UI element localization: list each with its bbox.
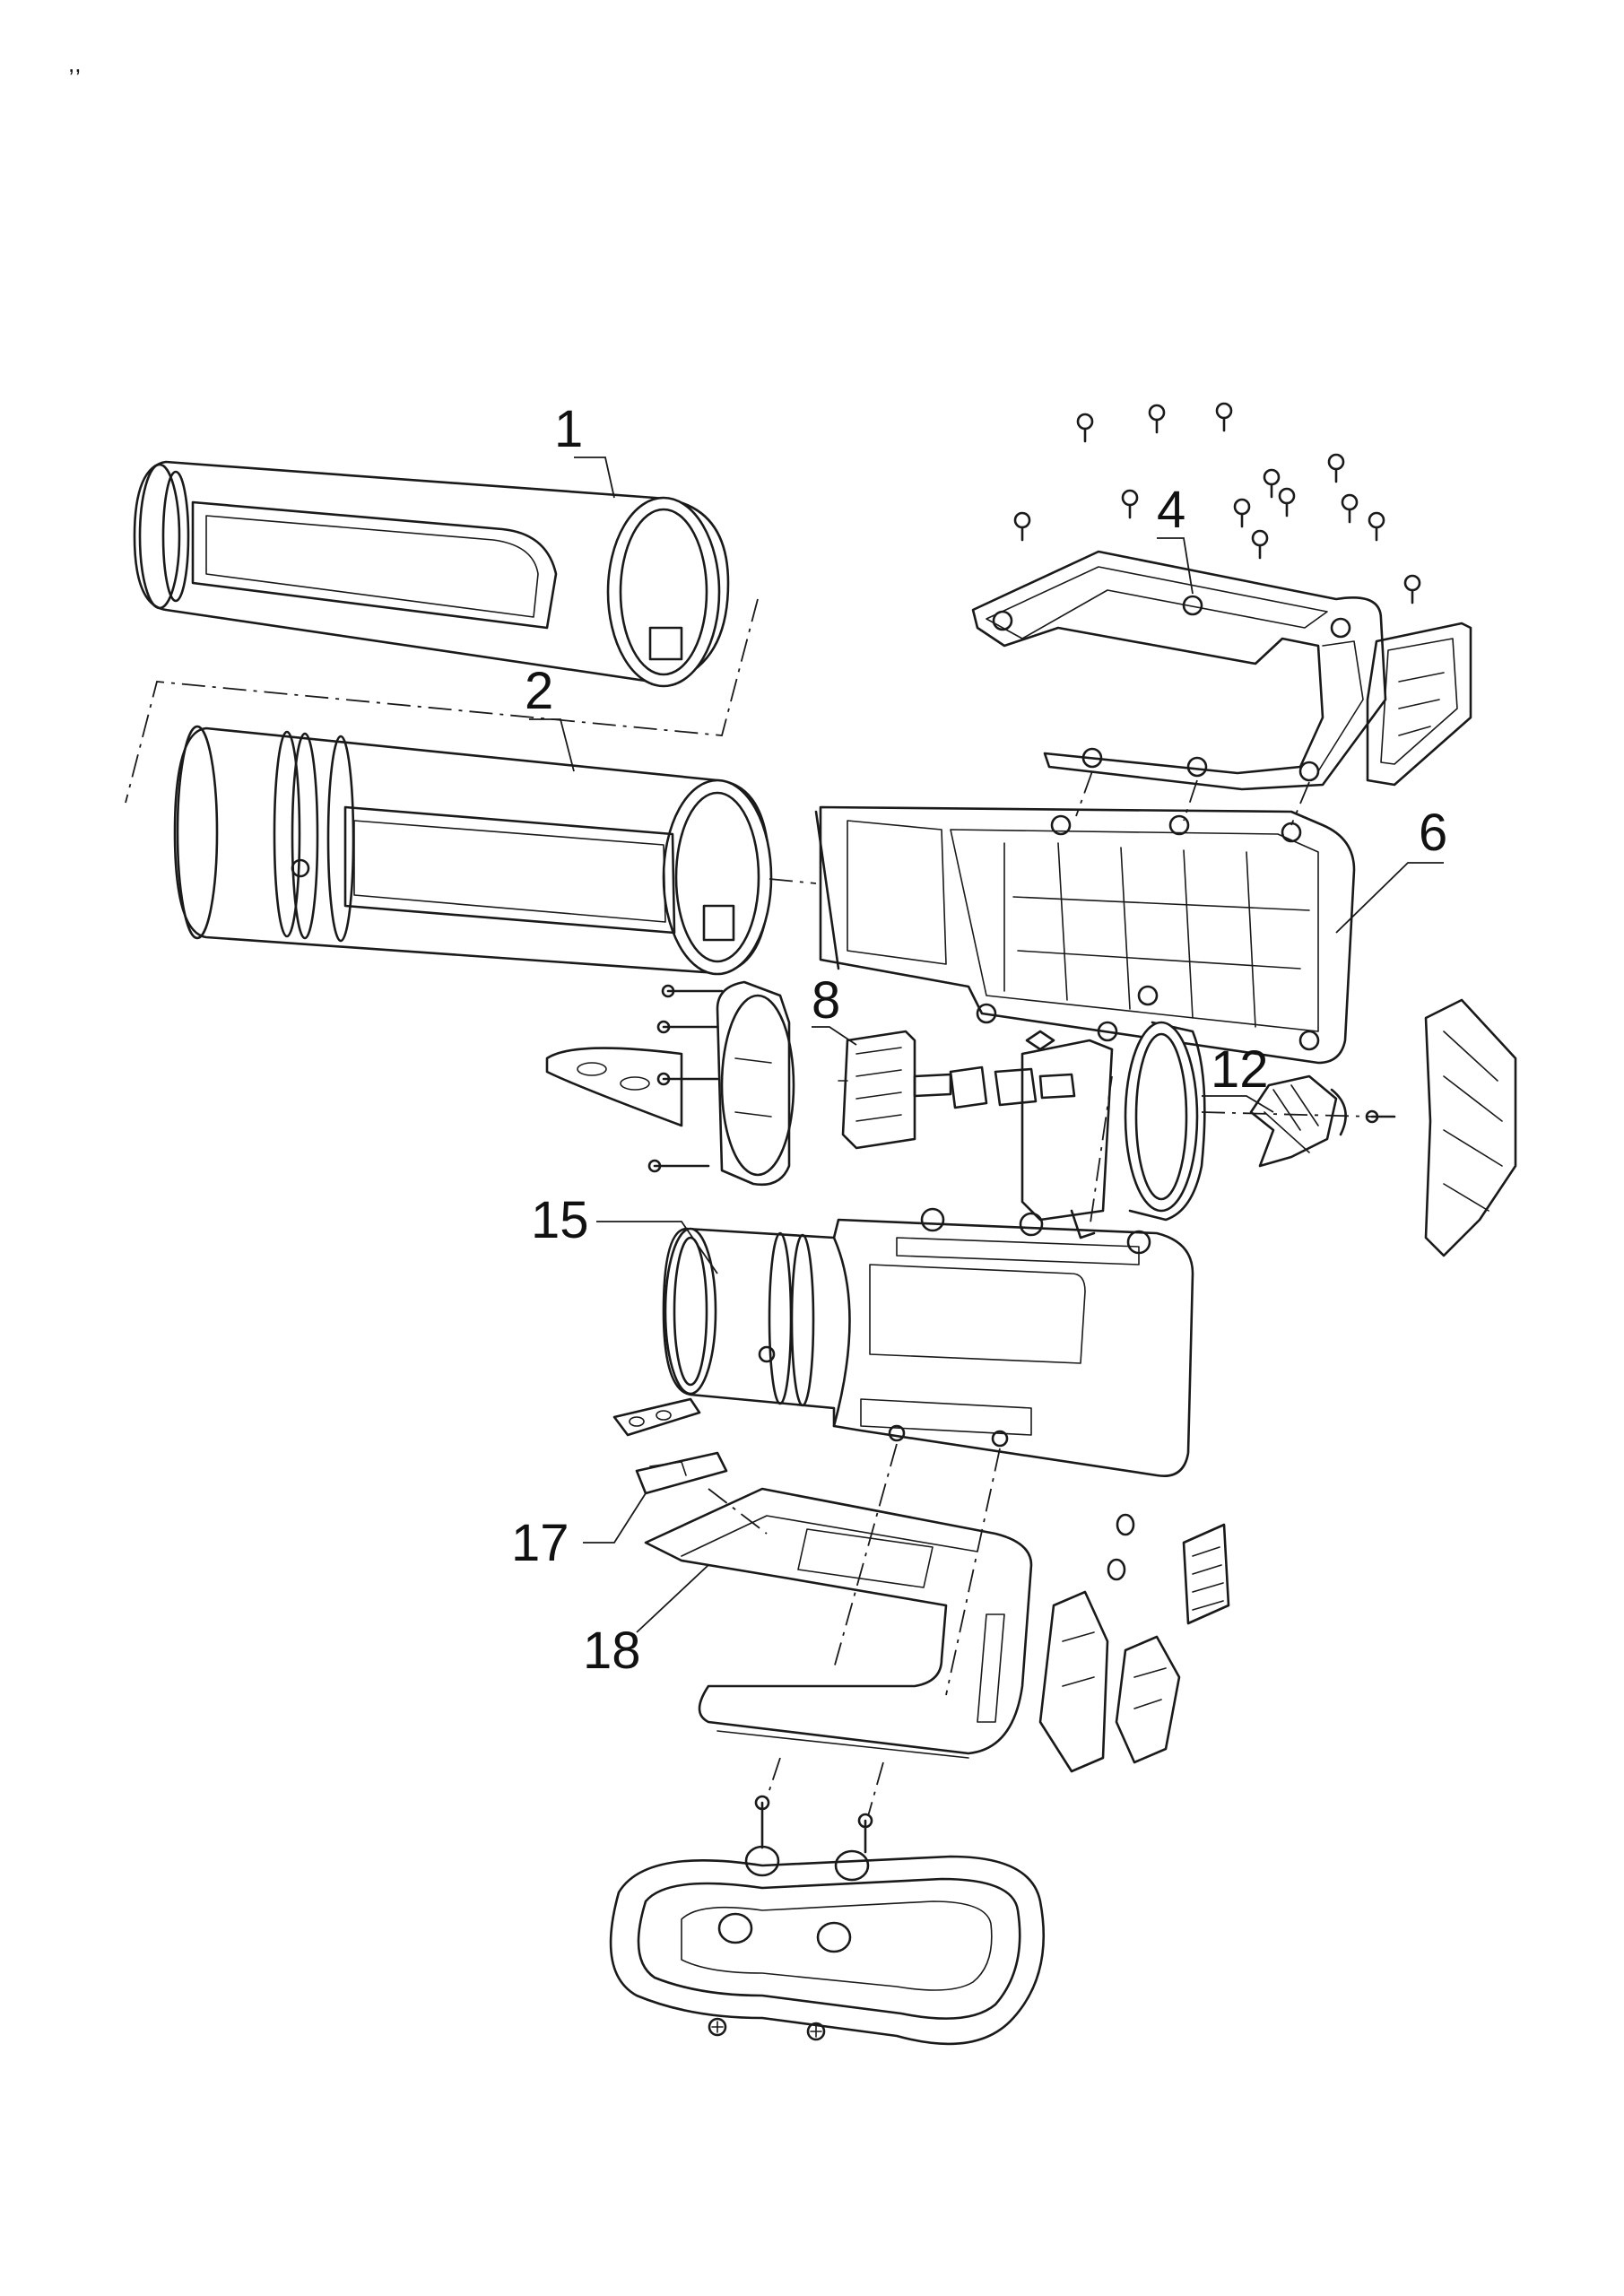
alignment-4-6-b bbox=[1183, 779, 1198, 822]
leader-12 bbox=[1202, 1095, 1274, 1113]
part-1-nozzle-tube bbox=[133, 460, 730, 688]
base-stand bbox=[609, 1795, 1046, 2046]
callout-12: 12 bbox=[1211, 1040, 1269, 1099]
leader-2 bbox=[529, 718, 575, 772]
control-board bbox=[1115, 1635, 1181, 1764]
trigger-plate bbox=[1038, 1590, 1109, 1773]
alignment-12-cover bbox=[1201, 1111, 1373, 1118]
callout-8: 8 bbox=[812, 971, 840, 1030]
part-6-main-housing bbox=[814, 805, 1356, 1065]
intake-duct bbox=[1124, 1021, 1206, 1222]
part-2-extension-tube bbox=[173, 725, 773, 976]
part-4-handle-half bbox=[971, 550, 1387, 791]
callout-15: 15 bbox=[531, 1191, 589, 1249]
alignment-4-6-a bbox=[1075, 770, 1093, 817]
part-12-fan-impeller bbox=[1249, 1074, 1347, 1168]
small-spacers bbox=[1107, 1513, 1135, 1581]
leader-18 bbox=[636, 1564, 709, 1633]
leader-1 bbox=[574, 457, 615, 499]
intake-cover bbox=[1424, 998, 1517, 1257]
gear-wheel bbox=[1182, 1523, 1230, 1625]
part-15-rear-housing bbox=[662, 1207, 1194, 1478]
alignment-4-6-c bbox=[1290, 781, 1310, 826]
alignment-18-base-a bbox=[766, 1757, 781, 1799]
alignment-line-1-2 bbox=[125, 598, 759, 804]
corner-mark: ,, bbox=[68, 50, 81, 77]
part-17-switch-module bbox=[612, 1397, 728, 1495]
battery-cover-plate bbox=[1366, 622, 1472, 787]
leader-17 bbox=[583, 1492, 647, 1544]
fan-bracket bbox=[1020, 1021, 1118, 1239]
motor-screws-and-cone bbox=[545, 984, 724, 1173]
alignment-line-2-6 bbox=[769, 878, 817, 884]
screw-set-top bbox=[1013, 402, 1421, 604]
alignment-6-fan bbox=[1089, 1075, 1113, 1230]
callout-1: 1 bbox=[554, 400, 583, 458]
callout-4: 4 bbox=[1157, 481, 1185, 539]
leader-8 bbox=[812, 1026, 857, 1046]
leader-6 bbox=[1335, 862, 1444, 934]
alignment-18-base-b bbox=[867, 1761, 884, 1817]
callout-17: 17 bbox=[511, 1514, 569, 1572]
motor-mount-ring bbox=[716, 980, 795, 1187]
part-8-motor bbox=[838, 1030, 1076, 1150]
alignment-15-18-b bbox=[945, 1448, 1001, 1696]
leader-15 bbox=[596, 1221, 718, 1274]
leader-4 bbox=[1157, 537, 1194, 595]
alignment-17-18 bbox=[708, 1488, 768, 1535]
callout-2: 2 bbox=[525, 662, 553, 720]
callout-6: 6 bbox=[1419, 804, 1447, 862]
callout-18: 18 bbox=[583, 1622, 641, 1680]
part-18-handle-lower bbox=[644, 1487, 1033, 1759]
alignment-15-18-a bbox=[833, 1443, 898, 1669]
